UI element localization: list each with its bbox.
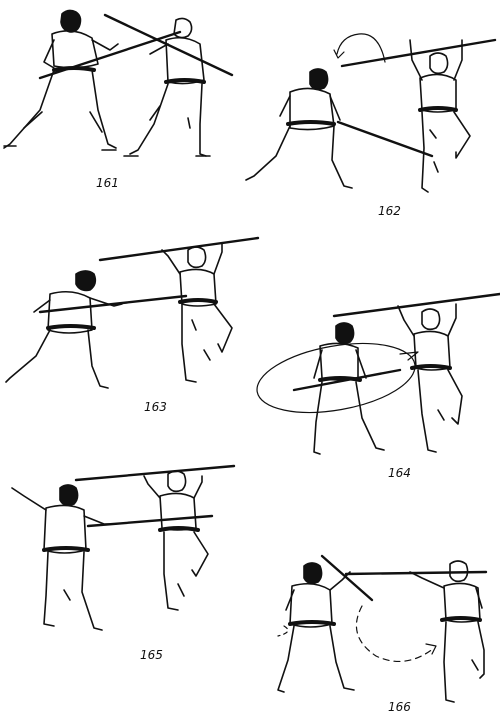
figure-165: 165 [0, 460, 250, 670]
figure-164: 164 [250, 290, 500, 490]
figure-161: 161 [0, 0, 250, 200]
figure-162-motion-arrow [336, 33, 386, 63]
figure-164-swirl-path [256, 342, 416, 414]
figure-162-drawing [245, 33, 497, 193]
figure-162: 162 [245, 30, 500, 230]
figure-163-number: 163 [144, 400, 167, 414]
figure-163-drawing [5, 236, 260, 389]
figure-163: 163 [0, 230, 260, 430]
figure-162-number: 162 [378, 204, 401, 218]
figure-166-dashed-path [355, 605, 435, 662]
figure-164-drawing [256, 292, 500, 455]
figure-161-number: 161 [96, 176, 119, 190]
figure-166-number: 166 [388, 700, 411, 714]
figure-166-drawing [277, 554, 488, 703]
figure-164-number: 164 [388, 466, 411, 480]
figure-165-number: 165 [140, 648, 163, 662]
figure-161-drawing [3, 9, 234, 157]
figure-165-drawing [11, 464, 236, 631]
figure-166: 166 [250, 540, 500, 719]
